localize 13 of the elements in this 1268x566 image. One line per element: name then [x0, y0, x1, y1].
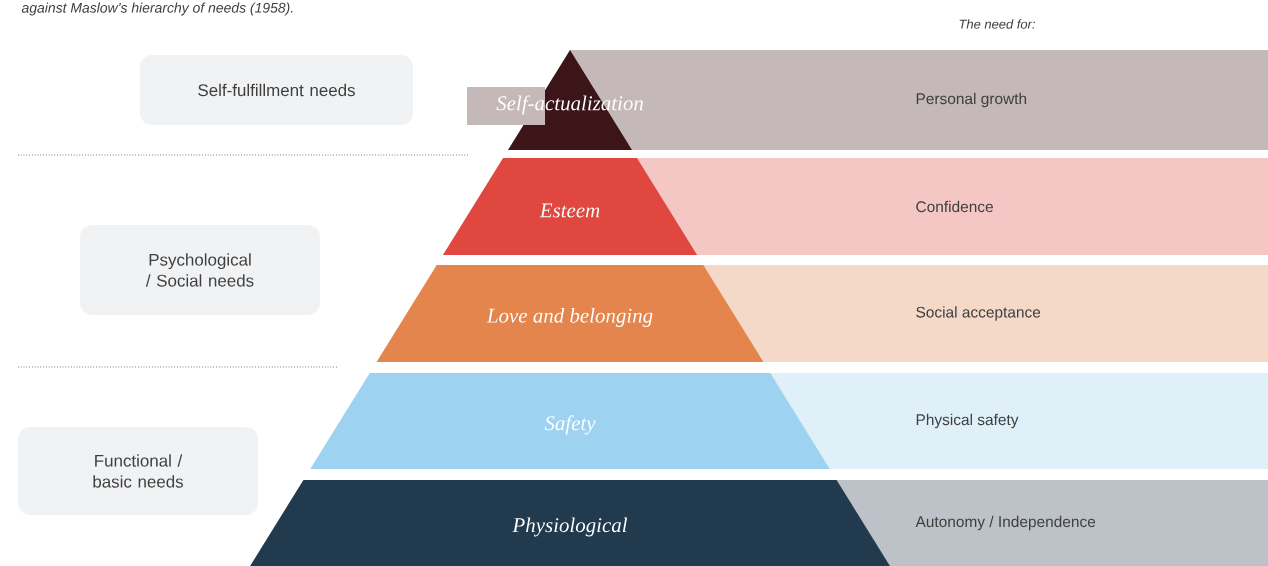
pyramid-tier: Safety — [310, 373, 830, 469]
pyramid-tier: Love and belonging — [376, 265, 764, 362]
column-heading: The need for: — [959, 19, 1035, 29]
pyramid-tier: Physiological — [250, 480, 890, 566]
need-band: Social acceptance — [703, 265, 1268, 362]
category-box: Self-fulfillment needs — [140, 55, 413, 125]
need-band: Autonomy / Independence — [836, 480, 1268, 566]
pyramid-tier: Esteem — [442, 158, 698, 255]
category-box: Psychological / Social needs — [80, 225, 320, 315]
category-box: Functional / basic needs — [18, 427, 258, 515]
caption: against Maslow’s hierarchy of needs (1958). — [21, 2, 293, 16]
need-band: Physical safety — [770, 373, 1268, 469]
need-band: Confidence — [636, 158, 1268, 255]
